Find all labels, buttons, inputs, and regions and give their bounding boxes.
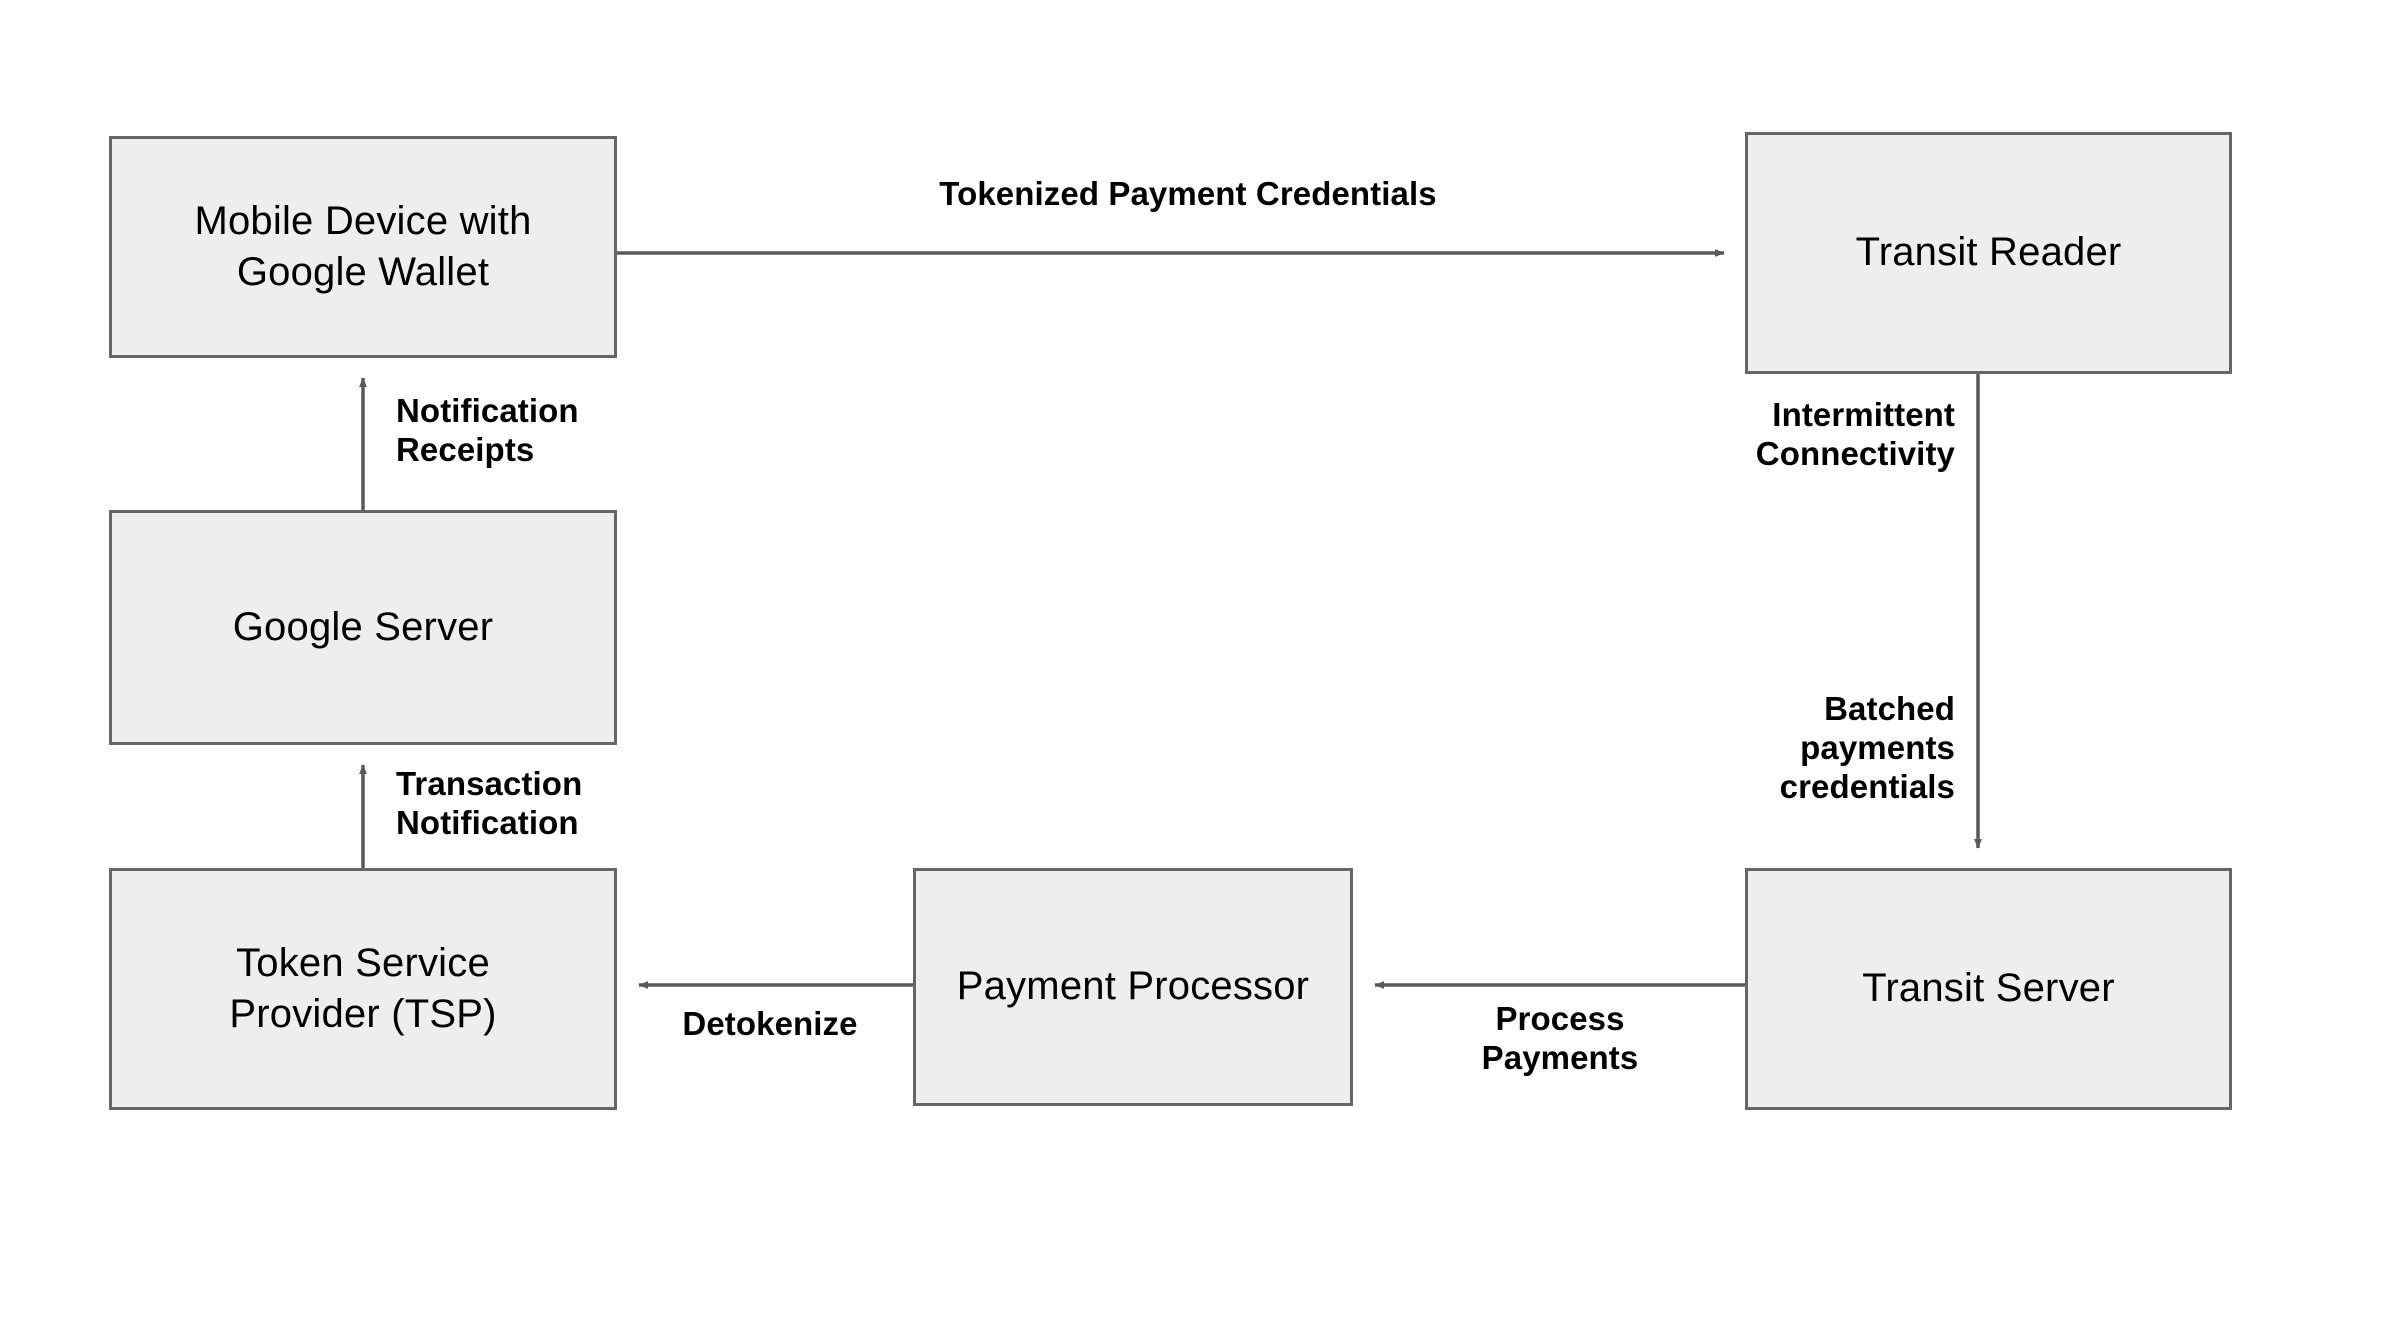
edge-label-intermittent-connectivity: Intermittent Connectivity: [1755, 396, 1955, 472]
node-token-service-provider-label: Token Service Provider (TSP): [229, 940, 497, 1036]
node-token-service-provider[interactable]: Token Service Provider (TSP): [109, 868, 617, 1110]
node-mobile-device[interactable]: Mobile Device with Google Wallet: [109, 136, 617, 358]
node-google-server-label: Google Server: [232, 604, 494, 649]
node-mobile-device-label: Mobile Device with Google Wallet: [194, 198, 532, 294]
node-google-server[interactable]: Google Server: [109, 510, 617, 745]
node-transit-reader-label: Transit Reader: [1855, 230, 2122, 275]
edge-label-notification-receipts: Notification Receipts: [396, 392, 579, 468]
edge-label-tokenized-payment-credentials: Tokenized Payment Credentials: [939, 175, 1437, 212]
edge-label-transaction-notification: Transaction Notification: [396, 765, 583, 841]
edge-label-process-payments: Process Payments: [1481, 1000, 1639, 1076]
edge-label-detokenize: Detokenize: [682, 1005, 858, 1042]
node-transit-server[interactable]: Transit Server: [1745, 868, 2232, 1110]
node-payment-processor-label: Payment Processor: [956, 964, 1310, 1009]
node-transit-server-label: Transit Server: [1862, 966, 2115, 1011]
node-transit-reader[interactable]: Transit Reader: [1745, 132, 2232, 374]
node-payment-processor[interactable]: Payment Processor: [913, 868, 1353, 1106]
edge-label-batched-payments-credentials: Batched payments credentials: [1779, 690, 1955, 805]
